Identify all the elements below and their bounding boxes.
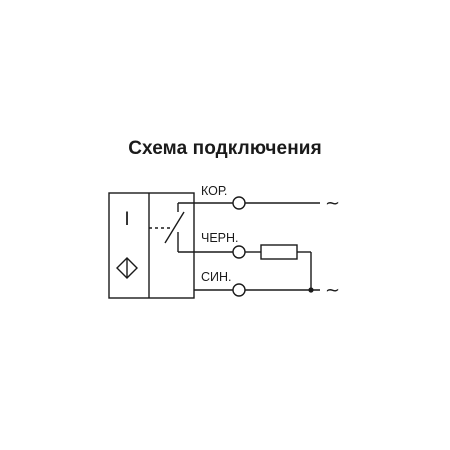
sensor-symbol: I [124, 209, 129, 230]
ac-symbol-top: ~ [325, 193, 340, 214]
ac-symbol-bottom: ~ [325, 280, 340, 301]
sensor-body [108, 192, 195, 299]
label-chern: ЧЕРН. [201, 231, 239, 245]
junction-dot [308, 287, 314, 293]
label-kor: КОР. [201, 184, 227, 198]
load-resistor [260, 244, 298, 260]
terminal-kor [232, 196, 246, 210]
terminal-sin [232, 283, 246, 297]
terminal-chern [232, 245, 246, 259]
diagram-title: Схема подключения [128, 138, 322, 159]
label-sin: СИН. [201, 270, 232, 284]
switch-contact [164, 211, 185, 244]
